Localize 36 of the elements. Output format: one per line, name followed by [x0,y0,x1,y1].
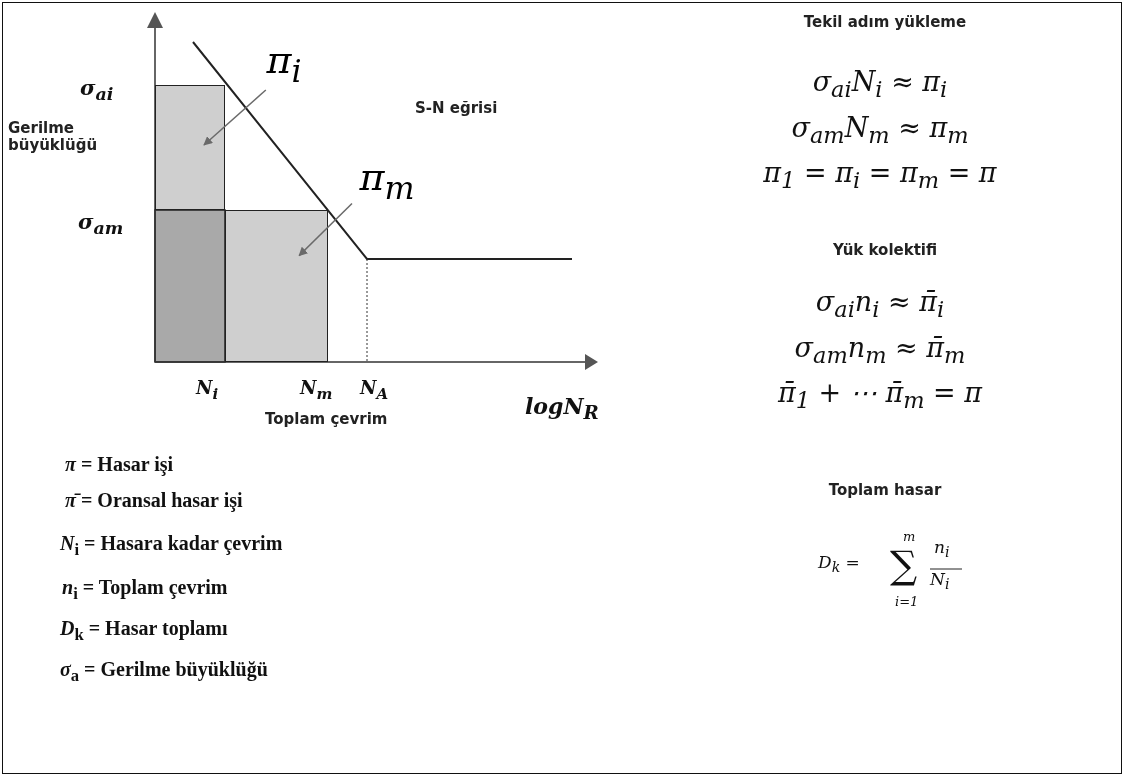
definition-text: D$_{k}$ = Hasar toplamı [60,617,228,645]
equation: σ$_{am}$n$_{m}$ ≈ π̄$_{m}$ [794,332,966,370]
axis-label: N$_{m}$ [300,378,333,403]
definition-text: N$_{i}$ = Hasara kadar çevrim [60,532,283,560]
symbol-label: π$_{m}$ [352,156,422,206]
definition-text: σ$_{a}$ = Gerilme büyüklüğü [60,658,268,686]
sum-limit: m [903,530,916,545]
formula-term: n$_{i}$ [934,538,950,561]
heading-text: Gerilme büyüklüğü [8,120,99,155]
heading-text: S-N eğrisi [415,100,498,118]
symbol-label: π$_{i}$ [258,38,310,90]
equation: σ$_{ai}$N$_{i}$ ≈ π$_{i}$ [812,66,948,104]
shaded-area [155,85,225,210]
equation: σ$_{ai}$n$_{i}$ ≈ π̄$_{i}$ [815,286,945,324]
formula-term: D$_{k}$ = [818,553,860,576]
equation: σ$_{am}$N$_{m}$ ≈ π$_{m}$ [791,112,969,150]
definition-text: n$_{i}$ = Toplam çevrim [62,576,228,604]
heading-text: Toplam çevrim [265,411,388,429]
leader-arrow [203,89,267,146]
leader-arrow [298,202,353,257]
formula-term: N$_{i}$ [930,570,950,593]
axis-symbol: σ$_{am}$ [78,210,124,239]
shaded-area [225,210,328,362]
heading-text: Yük kolektifi [832,242,938,260]
axis-label: N$_{A}$ [360,378,389,403]
axis-symbol: σ$_{ai}$ [80,76,114,105]
axis-label: N$_{i}$ [196,378,219,403]
axis-label: logN$_{R}$ [525,394,599,424]
sum-limit: i=1 [895,595,919,610]
definition-text: π = Hasar işi [65,453,174,476]
equation: π$_{1}$ = π$_{i}$ = π$_{m}$ = π [763,157,997,195]
heading-text: Tekil adım yükleme [803,14,967,32]
summation-sign: ∑ [890,546,918,584]
heading-text: Toplam hasar [828,482,942,500]
equation: π̄$_{1}$ + ⋯ π̄$_{m}$ = π [777,377,983,415]
definition-text: π̄ = Oransal hasar işi [65,489,243,512]
